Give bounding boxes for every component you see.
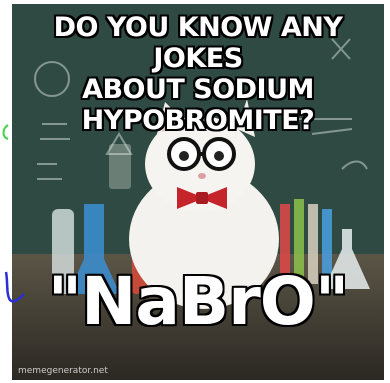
green-pen-stroke (2, 124, 9, 140)
chemistry-cat-illustration (52, 99, 370, 309)
top-caption: DO YOU KNOW ANY JOKES ABOUT SODIUM HYPOB… (12, 12, 384, 136)
watermark: memegenerator.net (18, 366, 108, 376)
top-caption-line-3: HYPOBROMITE? (81, 105, 315, 136)
top-caption-line-1: DO YOU KNOW ANY JOKES (53, 12, 343, 74)
bottom-caption: "NaBrO" (47, 263, 350, 340)
meme-image: DO YOU KNOW ANY JOKES ABOUT SODIUM HYPOB… (12, 4, 384, 380)
top-caption-line-2: ABOUT SODIUM (82, 74, 314, 105)
